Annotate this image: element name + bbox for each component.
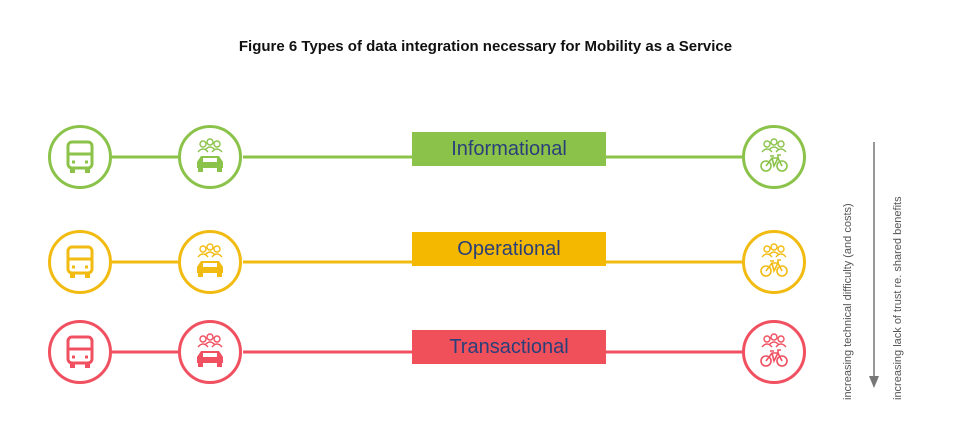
down-arrow-icon [869, 142, 879, 388]
carsharing-icon [178, 320, 242, 384]
connector-line [112, 350, 742, 354]
operational-label: Operational [412, 232, 606, 266]
figure-title: Figure 6 Types of data integration neces… [238, 38, 733, 55]
trust-axis: increasing lack of trust re. shared bene… [892, 130, 912, 410]
row-transactional: Transactional [0, 312, 830, 392]
bus-icon [48, 230, 112, 294]
trust-label: increasing lack of trust re. shared bene… [892, 196, 904, 400]
connector-line [112, 155, 742, 159]
bikesharing-icon [742, 320, 806, 384]
row-operational: Operational [0, 222, 830, 302]
difficulty-label: increasing technical difficulty (and cos… [842, 203, 854, 400]
carsharing-icon [178, 230, 242, 294]
transactional-label: Transactional [412, 330, 606, 364]
informational-label: Informational [412, 132, 606, 166]
row-informational: Informational [0, 117, 830, 197]
carsharing-icon [178, 125, 242, 189]
difficulty-axis: increasing technical difficulty (and cos… [842, 130, 862, 410]
connector-line [112, 260, 742, 264]
bikesharing-icon [742, 230, 806, 294]
bus-icon [48, 125, 112, 189]
bus-icon [48, 320, 112, 384]
bikesharing-icon [742, 125, 806, 189]
